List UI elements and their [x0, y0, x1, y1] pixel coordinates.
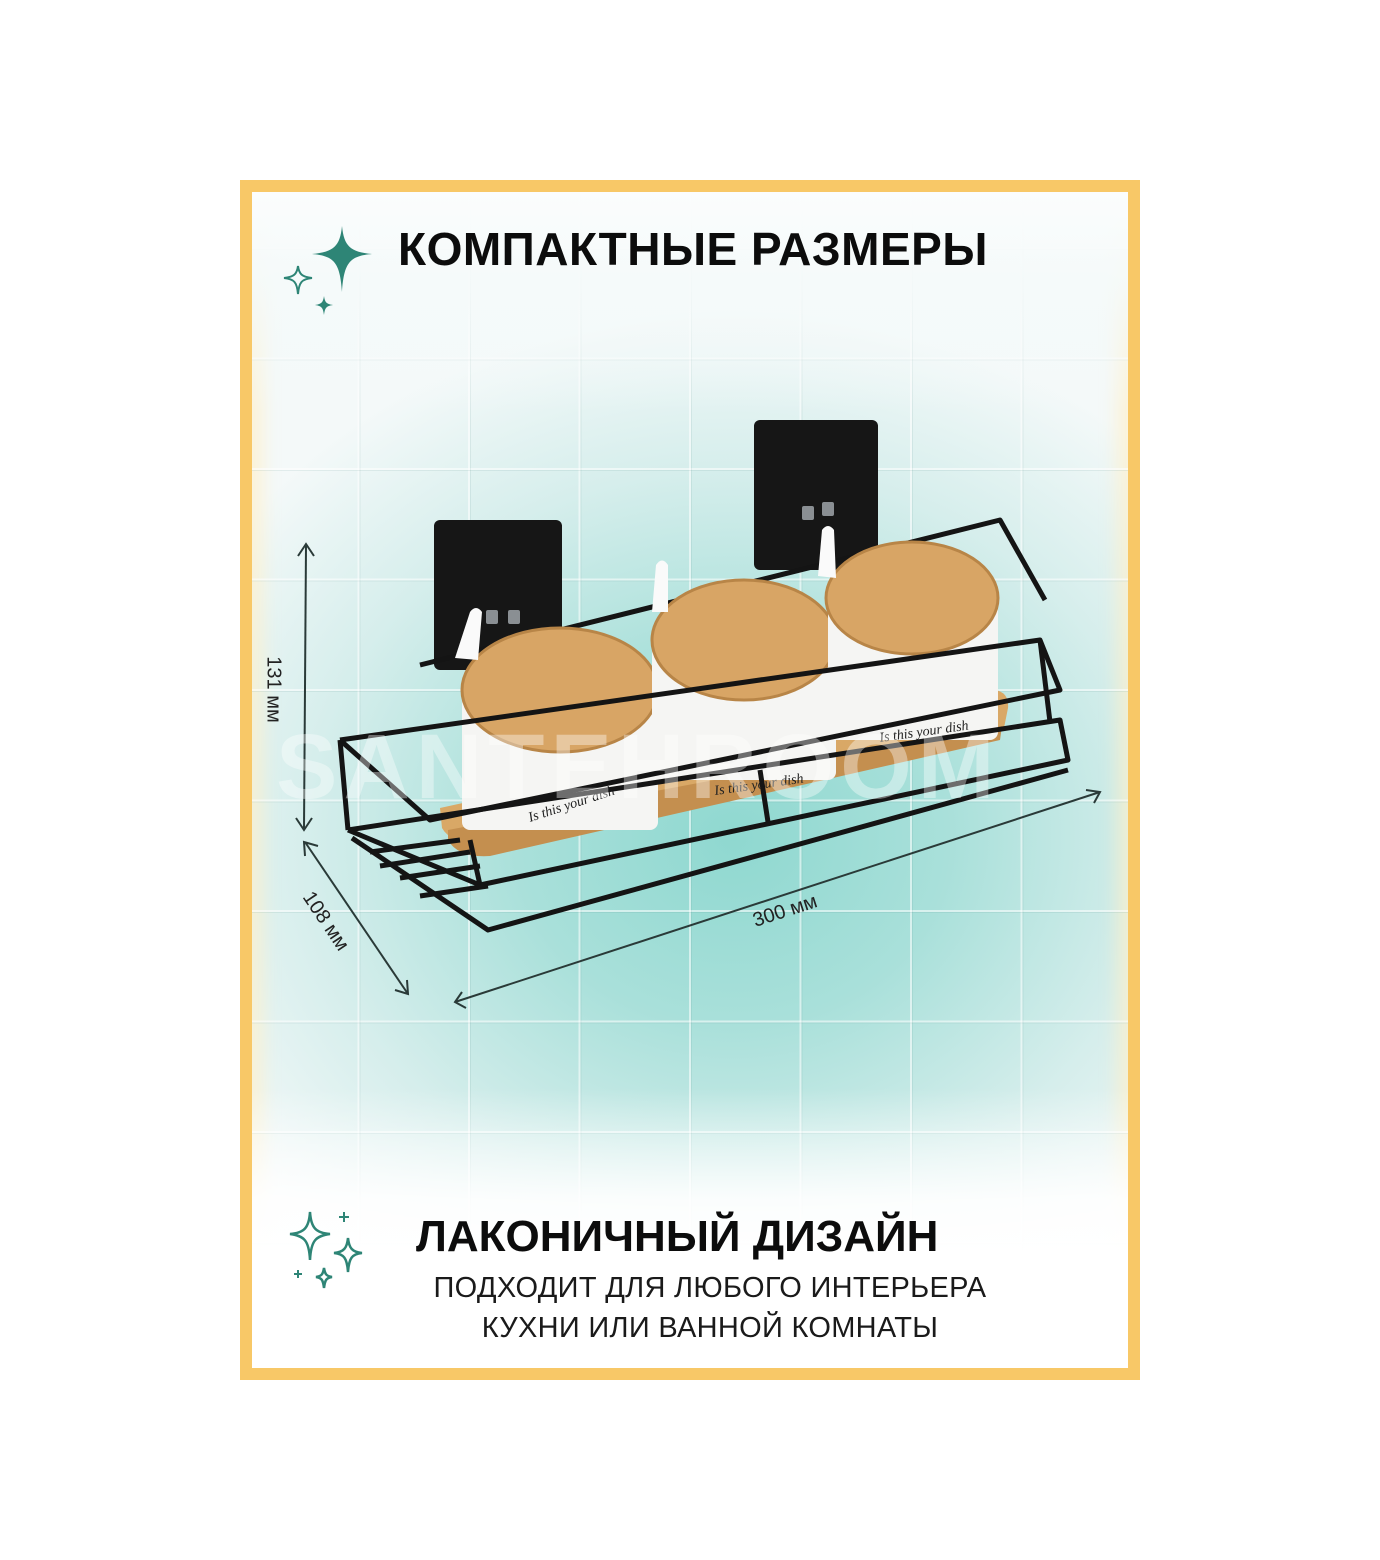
wire-basket — [337, 637, 1071, 933]
dimension-lines — [295, 542, 1102, 1009]
section-title: ЛАКОНИЧНЫЙ ДИЗАЙН — [416, 1212, 939, 1261]
jar-middle — [650, 560, 838, 780]
dimension-height-label: 131 мм — [262, 656, 285, 723]
page-title: КОМПАКТНЫЕ РАЗМЕРЫ — [398, 223, 988, 275]
watermark: SANTEHROOM — [276, 716, 1001, 818]
adhesive-mount-right — [754, 420, 878, 570]
jar-right — [818, 526, 1000, 740]
section-subtitle-line2: КУХНИ ИЛИ ВАННОЙ КОМНАТЫ — [481, 1312, 939, 1344]
section-subtitle-line1: ПОДХОДИТ ДЛЯ ЛЮБОГО ИНТЕРЬЕРА — [433, 1272, 987, 1304]
top-fade — [252, 192, 1128, 412]
bottom-fade — [252, 1088, 1128, 1368]
sparkles-outline-icon — [289, 1211, 363, 1289]
sparkles-icon — [283, 226, 372, 315]
